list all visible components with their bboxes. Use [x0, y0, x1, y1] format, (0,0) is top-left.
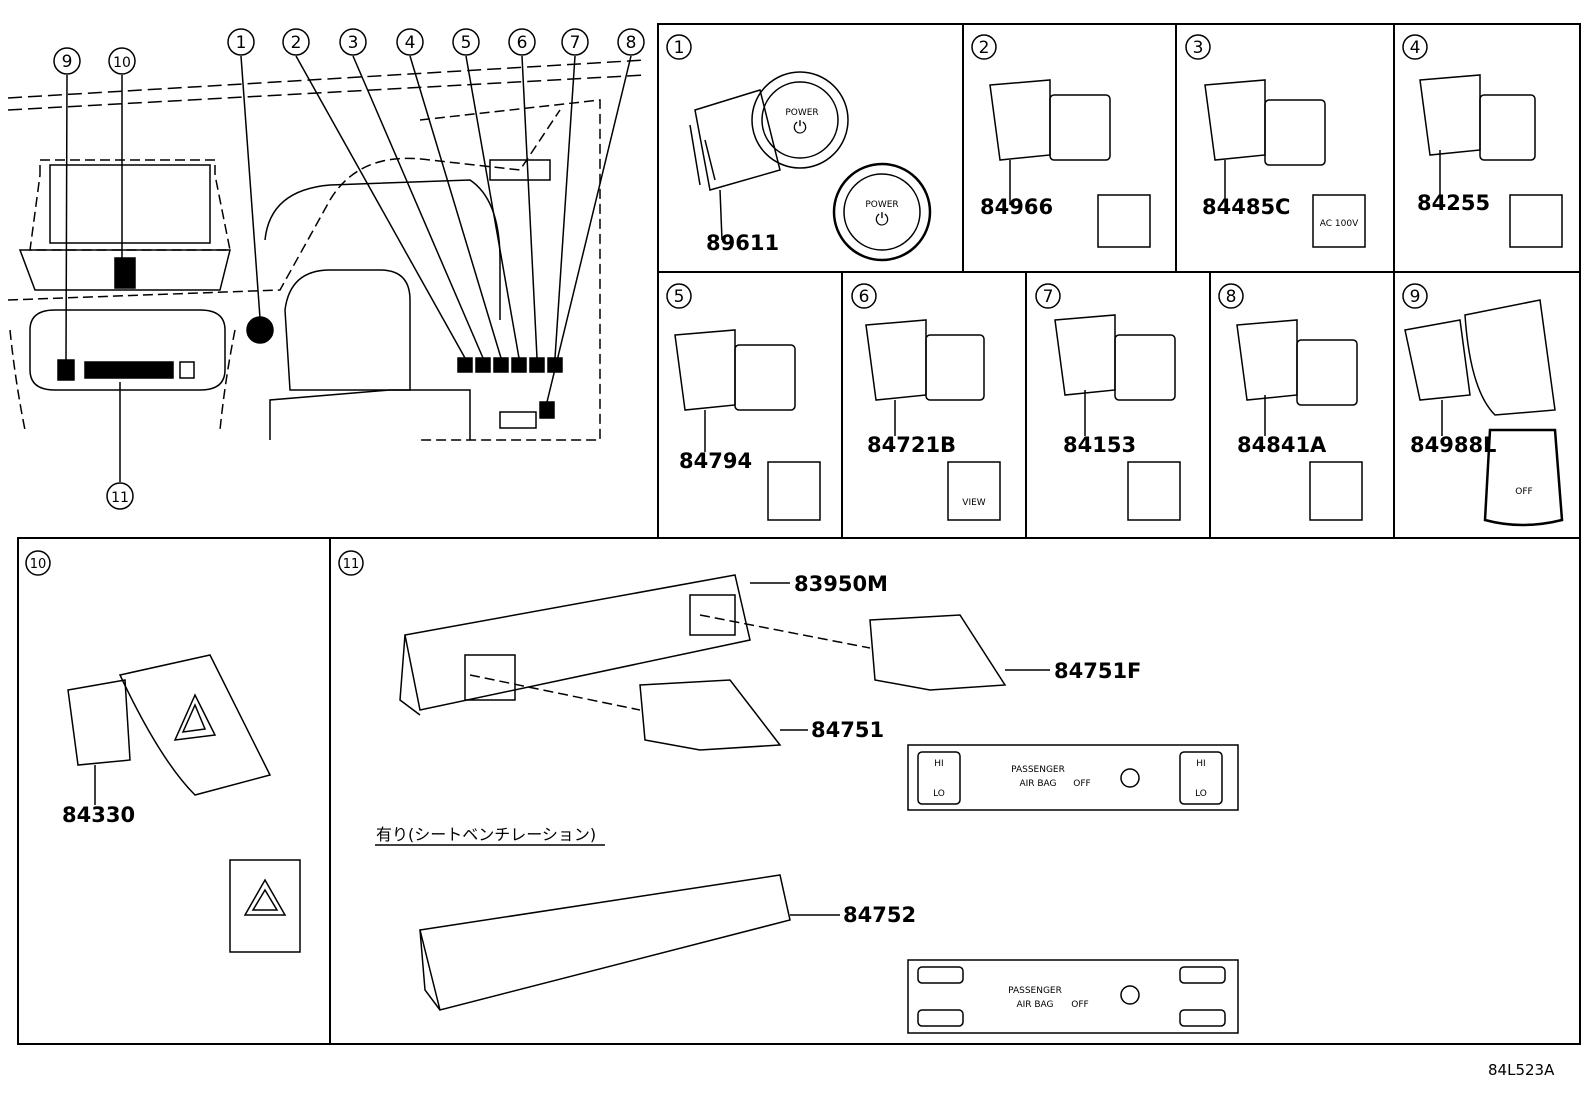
- view-label: VIEW: [962, 498, 985, 508]
- off-label-1: OFF: [1073, 779, 1090, 789]
- panel-frame-right: [657, 23, 1581, 539]
- panel-num-10: 10: [30, 557, 47, 572]
- seat-switch-drawing: [375, 574, 1239, 1034]
- lo-label-2: LO: [1195, 789, 1207, 799]
- passenger-label-1: PASSENGER: [1011, 765, 1065, 775]
- drawing-code: 84L523A: [1488, 1061, 1555, 1079]
- part-number-84966: 84966: [980, 195, 1053, 219]
- part-number-84751F: 84751F: [1054, 659, 1141, 683]
- part-number-84153: 84153: [1063, 433, 1136, 457]
- svg-text:⏻: ⏻: [793, 118, 807, 138]
- panel-num-11: 11: [343, 557, 360, 572]
- off-label-2: OFF: [1071, 1000, 1088, 1010]
- ventilation-note: 有り(シートベンチレーション): [376, 825, 596, 844]
- part-number-84752: 84752: [843, 903, 916, 927]
- power-label-2: POWER: [865, 200, 898, 210]
- part-number-84330: 84330: [62, 803, 135, 827]
- airbag-label-2: AIR BAG: [1016, 1000, 1053, 1010]
- part-number-83950M: 83950M: [794, 572, 888, 596]
- panel-num-4: 4: [1410, 38, 1421, 58]
- overview-callout-4: 4: [405, 33, 416, 53]
- panel-num-3: 3: [1193, 38, 1204, 58]
- overview-callout-3: 3: [348, 33, 359, 53]
- panel-num-6: 6: [859, 287, 870, 307]
- dashboard-overview: [7, 28, 646, 510]
- panel-num-8: 8: [1226, 287, 1237, 307]
- svg-text:⏻: ⏻: [875, 210, 889, 230]
- lo-label-1: LO: [933, 789, 945, 799]
- overview-callout-9: 9: [62, 52, 73, 72]
- panel-num-9: 9: [1410, 287, 1421, 307]
- overview-callout-5: 5: [461, 33, 472, 53]
- overview-callout-8: 8: [626, 33, 637, 53]
- hazard-switch-drawing: [67, 654, 301, 953]
- airbag-label-1: AIR BAG: [1019, 779, 1056, 789]
- overview-callout-labels: 1 2 3 4 5 6 7 8 9 10 11: [62, 33, 637, 506]
- part-number-84751: 84751: [811, 718, 884, 742]
- part-number-84255: 84255: [1417, 191, 1490, 215]
- part-number-84485C: 84485C: [1202, 195, 1290, 219]
- overview-callout-2: 2: [291, 33, 302, 53]
- passenger-label-2: PASSENGER: [1008, 986, 1062, 996]
- hi-label-2: HI: [1196, 759, 1205, 769]
- panel-num-5: 5: [674, 287, 685, 307]
- overview-callout-6: 6: [517, 33, 528, 53]
- power-switch-drawing: [689, 71, 932, 262]
- ac-100v-label: AC 100V: [1320, 219, 1359, 229]
- overview-callout-10: 10: [113, 55, 131, 71]
- overview-callout-1: 1: [236, 33, 247, 53]
- panel-frame-bottom: [17, 537, 1581, 1045]
- part-number-84988L: 84988L: [1410, 433, 1496, 457]
- part-number-84794: 84794: [679, 449, 752, 473]
- part-number-84841A: 84841A: [1237, 433, 1327, 457]
- panel-num-7: 7: [1043, 287, 1054, 307]
- panel-num-2: 2: [979, 38, 990, 58]
- overview-callout-7: 7: [570, 33, 581, 53]
- overview-callout-11: 11: [111, 490, 129, 506]
- part-number-84721B: 84721B: [867, 433, 956, 457]
- power-label-1: POWER: [785, 108, 818, 118]
- part-number-89611: 89611: [706, 231, 779, 255]
- off-label: OFF: [1515, 487, 1532, 497]
- hi-label-1: HI: [934, 759, 943, 769]
- panel-num-1: 1: [674, 38, 685, 58]
